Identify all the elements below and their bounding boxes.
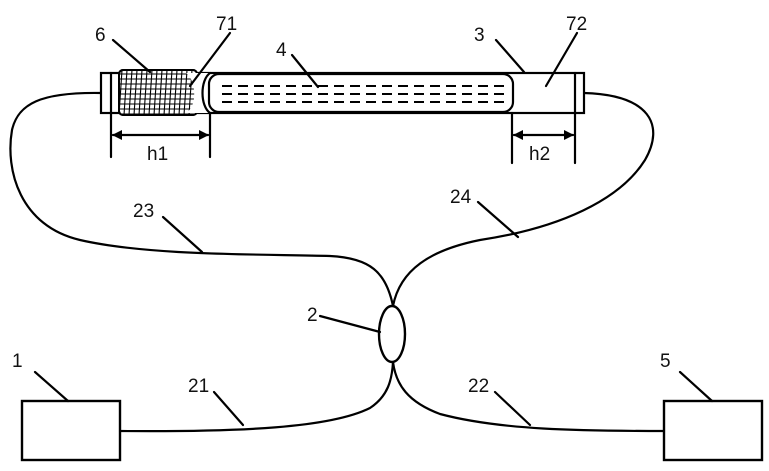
label-1: 1 xyxy=(12,351,23,372)
leader-21 xyxy=(214,392,243,425)
device-box-1 xyxy=(22,401,120,460)
label-h2: h2 xyxy=(529,144,550,165)
label-h1: h1 xyxy=(147,144,168,165)
coupler-2 xyxy=(379,306,405,362)
leader-6 xyxy=(113,40,150,72)
label-22: 22 xyxy=(468,376,489,397)
device-box-5 xyxy=(664,401,762,460)
label-2: 2 xyxy=(307,305,318,326)
leader-1 xyxy=(35,372,68,401)
label-21: 21 xyxy=(188,376,209,397)
leader-3 xyxy=(496,40,524,72)
fiber-22 xyxy=(393,362,664,431)
leader-23 xyxy=(163,217,202,252)
label-23: 23 xyxy=(133,201,154,222)
label-4: 4 xyxy=(276,40,287,61)
leader-2 xyxy=(320,316,380,332)
fiber-21 xyxy=(120,362,393,431)
label-6: 6 xyxy=(95,25,106,46)
fiber-24 xyxy=(393,93,653,306)
label-3: 3 xyxy=(474,25,485,46)
label-5: 5 xyxy=(660,351,671,372)
leader-5 xyxy=(680,372,712,401)
leader-22 xyxy=(495,392,530,425)
label-72: 72 xyxy=(566,14,587,35)
label-71: 71 xyxy=(216,14,237,35)
label-24: 24 xyxy=(450,187,472,208)
fiber-23 xyxy=(10,93,393,306)
leader-24 xyxy=(478,202,518,237)
coil-6 xyxy=(119,70,197,115)
